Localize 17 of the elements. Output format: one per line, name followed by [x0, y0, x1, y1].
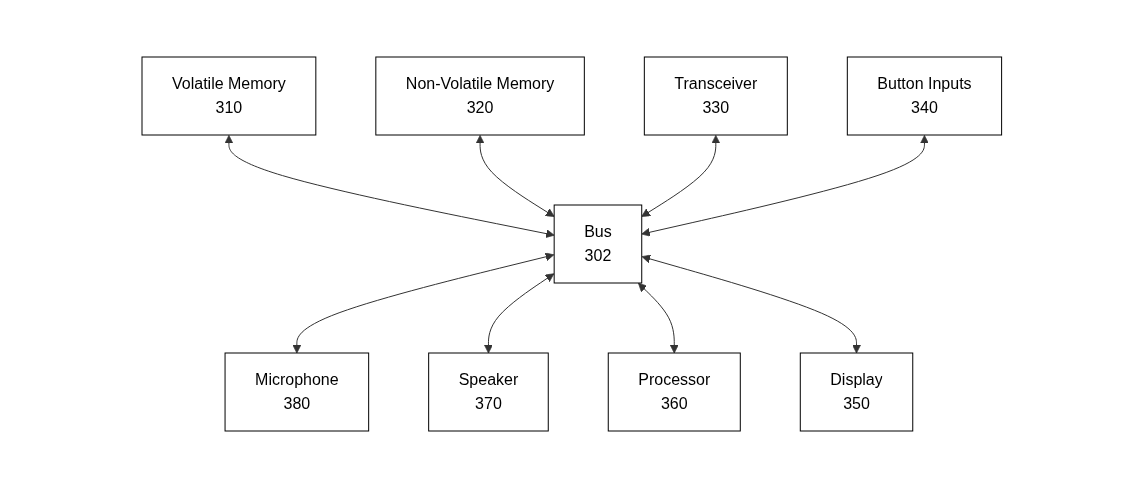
arrow	[292, 252, 554, 353]
node-box: Bus 302	[553, 204, 642, 283]
arrow	[641, 254, 861, 353]
node-box: Transceiver 330	[643, 56, 788, 135]
node-box: Speaker 370	[427, 352, 549, 431]
arrow	[641, 134, 929, 237]
arrow	[224, 134, 555, 238]
node-box: Button Inputs 340	[846, 56, 1002, 135]
node-box: Non-Volatile Memory 320	[375, 56, 585, 135]
arrow	[641, 134, 720, 217]
arrow	[475, 134, 555, 217]
arrow	[637, 282, 679, 353]
node-box: Processor 360	[607, 352, 741, 431]
node-box: Microphone 380	[224, 352, 369, 431]
arrow	[483, 272, 554, 353]
node-box: Display 350	[799, 352, 913, 431]
node-box: Volatile Memory 310	[141, 56, 316, 135]
